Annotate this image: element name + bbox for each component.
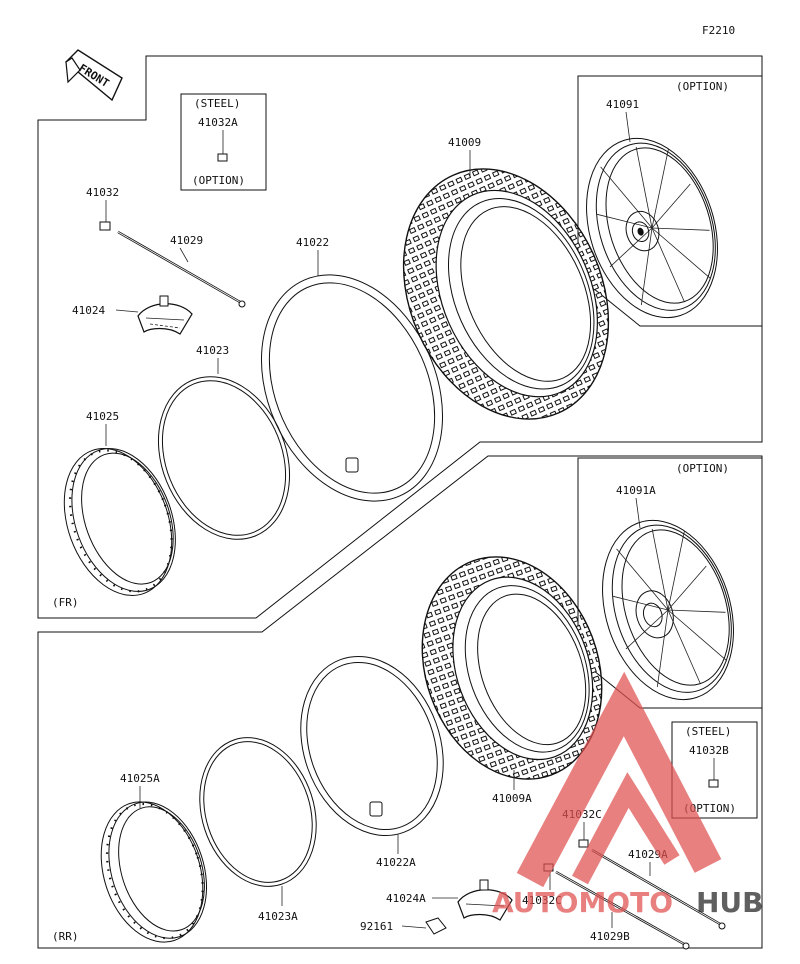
rim-lock-41024A: [457, 879, 513, 921]
label-41032C-bottom: 41032C: [522, 894, 562, 907]
automotohub-watermark: AUTOMOTO HUB: [492, 671, 764, 919]
option-note: (OPTION): [192, 174, 245, 187]
part-92161: [425, 917, 447, 935]
watermark-text-automoto: AUTOMOTO: [492, 886, 673, 919]
rim-band-41023: [157, 376, 291, 540]
label-41024A: 41024A: [386, 892, 426, 905]
option-box-41091: (OPTION) 41091: [577, 75, 763, 327]
valve-nut-41032C-top: [578, 839, 589, 848]
label-41025: 41025: [86, 410, 119, 423]
valve-nut-41032: [99, 221, 111, 231]
rear-section-border: [37, 455, 763, 949]
rim-41025A: [100, 801, 208, 943]
label-41032A: 41032A: [198, 116, 238, 129]
option-note-41091A: (OPTION): [676, 462, 729, 475]
spoke-41029B: [555, 870, 690, 950]
spoke-41029A: [591, 848, 726, 930]
front-arrow-icon: FRONT: [64, 49, 123, 102]
rear-wheel-41091A: [602, 519, 734, 701]
inner-tube-41022A: [300, 655, 444, 837]
label-41024: 41024: [72, 304, 105, 317]
label-41023: 41023: [196, 344, 229, 357]
label-41091A: 41091A: [616, 484, 656, 497]
label-41009A: 41009A: [492, 792, 532, 805]
rim-lock-41024: [137, 295, 193, 335]
front-section-border: [37, 55, 763, 619]
tire-41009: [402, 168, 610, 420]
option-box-41032A: (STEEL) 41032A (OPTION): [180, 93, 267, 191]
tire-41009A: [421, 556, 603, 780]
label-41032: 41032: [86, 186, 119, 199]
rim-band-41023A: [199, 737, 317, 887]
label-41029B: 41029B: [590, 930, 630, 943]
option-note-41091: (OPTION): [676, 80, 729, 93]
rim-41025: [63, 447, 176, 596]
label-92161: 92161: [360, 920, 393, 933]
watermark-text-hub: HUB: [696, 886, 764, 919]
label-41091: 41091: [606, 98, 639, 111]
steel-note-41032B: (STEEL): [685, 725, 731, 738]
tube-valve-41022A: [369, 801, 383, 817]
label-41022A: 41022A: [376, 856, 416, 869]
label-41023A: 41023A: [258, 910, 298, 923]
label-41032B: 41032B: [689, 744, 729, 757]
label-41022: 41022: [296, 236, 329, 249]
front-wheel-41091: [586, 137, 718, 319]
front-section-label: (FR): [52, 596, 79, 609]
tube-valve-41022: [345, 457, 359, 473]
figure-code: F2210: [702, 24, 735, 37]
option-box-41091A: (OPTION) 41091A: [577, 457, 763, 709]
steel-note: (STEEL): [194, 97, 240, 110]
label-41009: 41009: [448, 136, 481, 149]
label-41029: 41029: [170, 234, 203, 247]
label-41025A: 41025A: [120, 772, 160, 785]
rear-section-label: (RR): [52, 930, 79, 943]
spoke-41029: [117, 230, 246, 308]
